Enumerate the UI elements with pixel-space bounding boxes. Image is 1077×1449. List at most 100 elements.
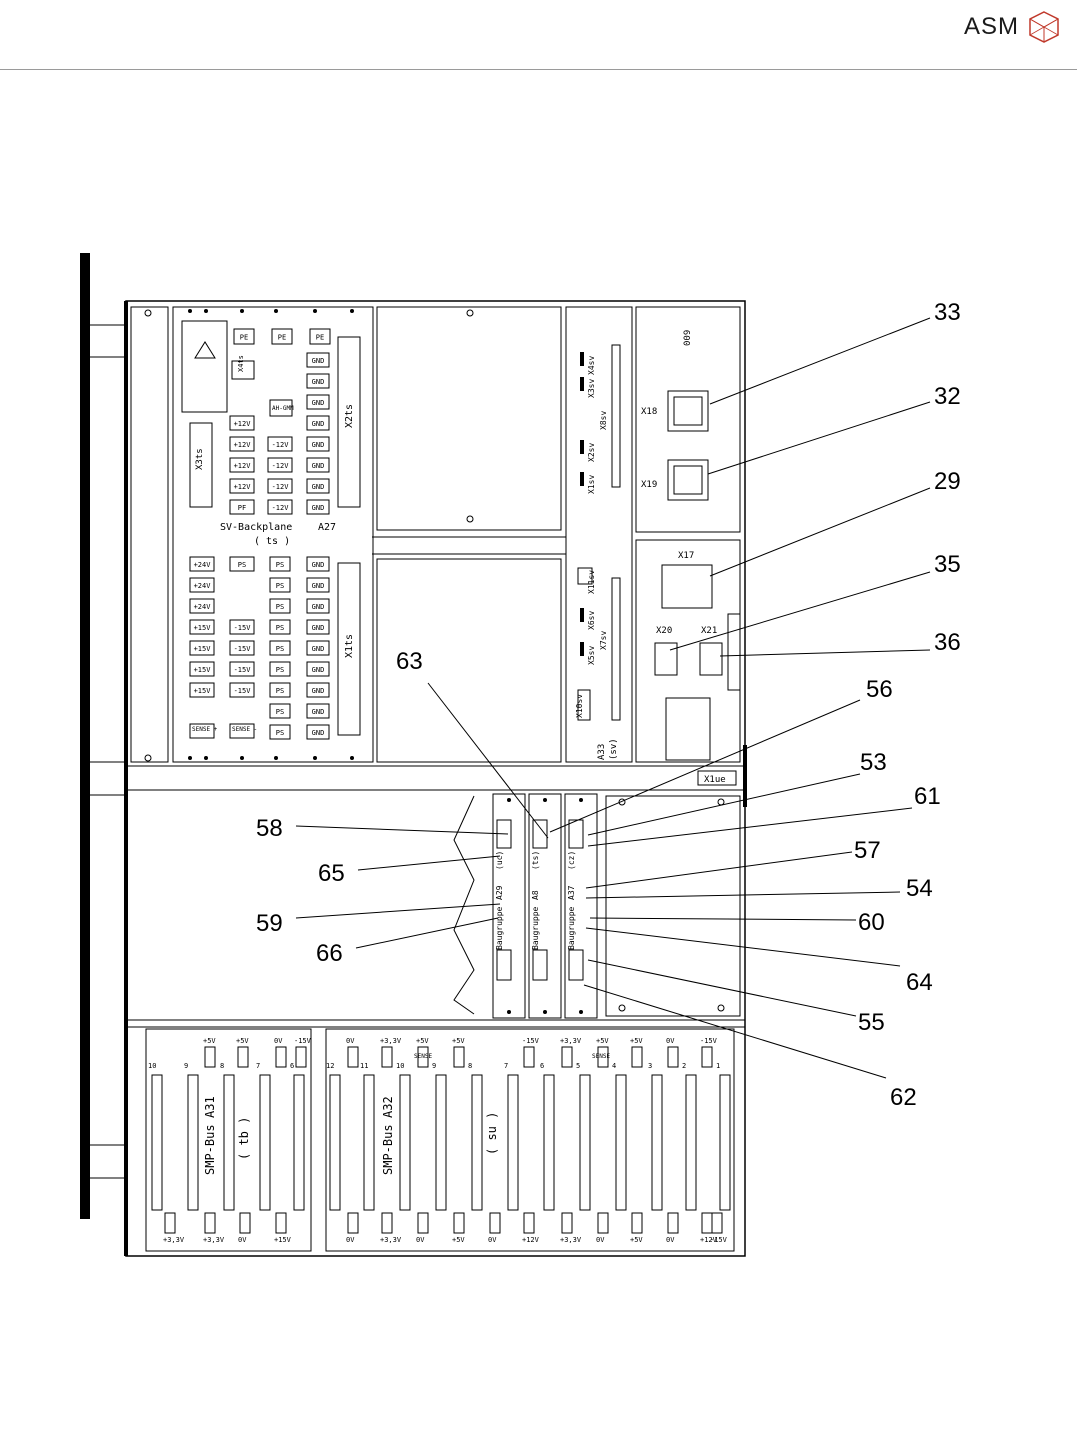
left-rail	[80, 253, 90, 1219]
bus-pin-top: 0V	[274, 1037, 287, 1068]
svg-text:-15V: -15V	[522, 1037, 540, 1045]
bus-pin-top: -15V	[522, 1037, 540, 1068]
x20-connector	[654, 642, 678, 676]
callout-61: 61	[587, 783, 941, 847]
svg-text:59: 59	[256, 910, 283, 937]
a33-label: A33	[597, 744, 607, 760]
bus-pin-top: +5V	[596, 1037, 609, 1068]
svg-text:+12V: +12V	[234, 483, 252, 491]
terminal-lower-left: +15V	[189, 682, 215, 698]
sv-backplane	[172, 306, 374, 763]
sv-connector-x3sv: X3sv	[580, 377, 596, 398]
svg-text:-15V: -15V	[234, 687, 252, 695]
bus-pin-bottom: 0V	[238, 1212, 251, 1244]
terminal-ps: PS	[269, 703, 291, 719]
bus-slot-8: 8	[220, 1062, 235, 1211]
svg-text:(uc): (uc)	[495, 851, 504, 870]
callout-60: 60	[589, 909, 885, 936]
svg-text:62: 62	[890, 1084, 917, 1111]
svg-text:PS: PS	[276, 687, 284, 695]
x19-label: X19	[641, 480, 657, 490]
terminal-upper-left: +12V	[229, 478, 255, 494]
bus-pin-bottom: 0V	[346, 1212, 359, 1244]
terminal-gnd: GND	[306, 499, 330, 515]
svg-text:36: 36	[934, 629, 961, 656]
svg-text:-15V: -15V	[234, 624, 252, 632]
x21-connector	[699, 642, 723, 676]
sv-connector-x2sv: X2sv	[580, 440, 596, 462]
svg-text:PS: PS	[276, 561, 284, 569]
x2ts-label: X2ts	[344, 404, 355, 428]
svg-text:PS: PS	[276, 645, 284, 653]
svg-text:35: 35	[934, 551, 961, 578]
bus-slot-4: 4	[612, 1062, 627, 1211]
module-slots: BaugruppeA29(uc)BaugruppeA8(ts)Baugruppe…	[492, 793, 598, 1019]
panel-code: 009	[683, 330, 693, 346]
terminal-pe: PE	[271, 328, 293, 345]
svg-text:+12V: +12V	[234, 420, 252, 428]
terminal-upper-left: PF	[229, 499, 255, 515]
smp-bus-a32	[325, 1028, 735, 1252]
a31-name: SMP-Bus	[203, 1124, 217, 1175]
sv-connector-x7sv: X7sv	[599, 577, 621, 721]
svg-text:X2sv: X2sv	[587, 443, 596, 462]
svg-text:PS: PS	[276, 729, 284, 737]
terminal-gnd: GND	[306, 682, 330, 698]
svg-text:A29: A29	[495, 885, 504, 900]
terminal-upper-mid: -12V	[267, 436, 293, 452]
svg-text:+15V: +15V	[194, 687, 212, 695]
connector-panel-upper	[635, 306, 741, 533]
svg-text:-15V: -15V	[710, 1236, 728, 1244]
bus-pin-bottom: 0V	[596, 1212, 609, 1244]
svg-text:PS: PS	[276, 582, 284, 590]
bus-slot-2: 2	[682, 1062, 697, 1211]
svg-text:GND: GND	[312, 441, 325, 449]
svg-text:+5V: +5V	[203, 1037, 216, 1045]
backplane-subtitle: ( ts )	[254, 536, 290, 547]
svg-text:6: 6	[290, 1062, 294, 1070]
sv-connector-x8sv: X8sv	[599, 344, 621, 488]
svg-text:PE: PE	[278, 334, 286, 342]
svg-text:9: 9	[432, 1062, 436, 1070]
x18-label: X18	[641, 407, 657, 417]
svg-text:0V: 0V	[238, 1236, 247, 1244]
bus-slot-6: 6	[540, 1062, 555, 1211]
svg-text:PE: PE	[240, 334, 248, 342]
svg-text:3: 3	[648, 1062, 652, 1070]
svg-text:PF: PF	[238, 504, 246, 512]
svg-text:-12V: -12V	[272, 504, 290, 512]
bus-slot-10: 10	[148, 1062, 163, 1211]
svg-text:-15V: -15V	[234, 645, 252, 653]
bus-slot-9: 9	[184, 1062, 199, 1211]
svg-text:GND: GND	[312, 645, 325, 653]
terminal-lower-mid: -15V	[229, 640, 255, 656]
svg-text:+12V: +12V	[234, 462, 252, 470]
terminal-gnd: GND	[306, 352, 330, 368]
terminal-gnd: GND	[306, 457, 330, 473]
svg-text:X5sv: X5sv	[587, 646, 596, 665]
svg-text:GND: GND	[312, 420, 325, 428]
terminal-lower-left: +15V	[189, 619, 215, 635]
sv-connector-x4sv: X4sv	[580, 352, 596, 375]
svg-text:GND: GND	[312, 708, 325, 716]
callout-65: 65	[318, 855, 501, 887]
svg-text:Baugruppe: Baugruppe	[531, 906, 540, 950]
terminal-lower-mid: -15V	[229, 619, 255, 635]
bus-pin-top: +3,3V	[560, 1037, 582, 1068]
x17-connector	[661, 564, 713, 609]
x17-label: X17	[678, 551, 694, 561]
svg-text:A37: A37	[567, 885, 576, 900]
terminal-gnd: GND	[306, 394, 330, 410]
terminal-pe: PE	[309, 328, 331, 345]
svg-text:PS: PS	[276, 624, 284, 632]
terminal-ps: PS	[269, 640, 291, 656]
smp-bus-a31	[145, 1028, 312, 1252]
bus-pin-top: +5V	[203, 1037, 216, 1068]
bus-pin-top: +5V	[236, 1037, 249, 1068]
svg-text:56: 56	[866, 676, 893, 703]
callout-33: 33	[709, 299, 961, 405]
